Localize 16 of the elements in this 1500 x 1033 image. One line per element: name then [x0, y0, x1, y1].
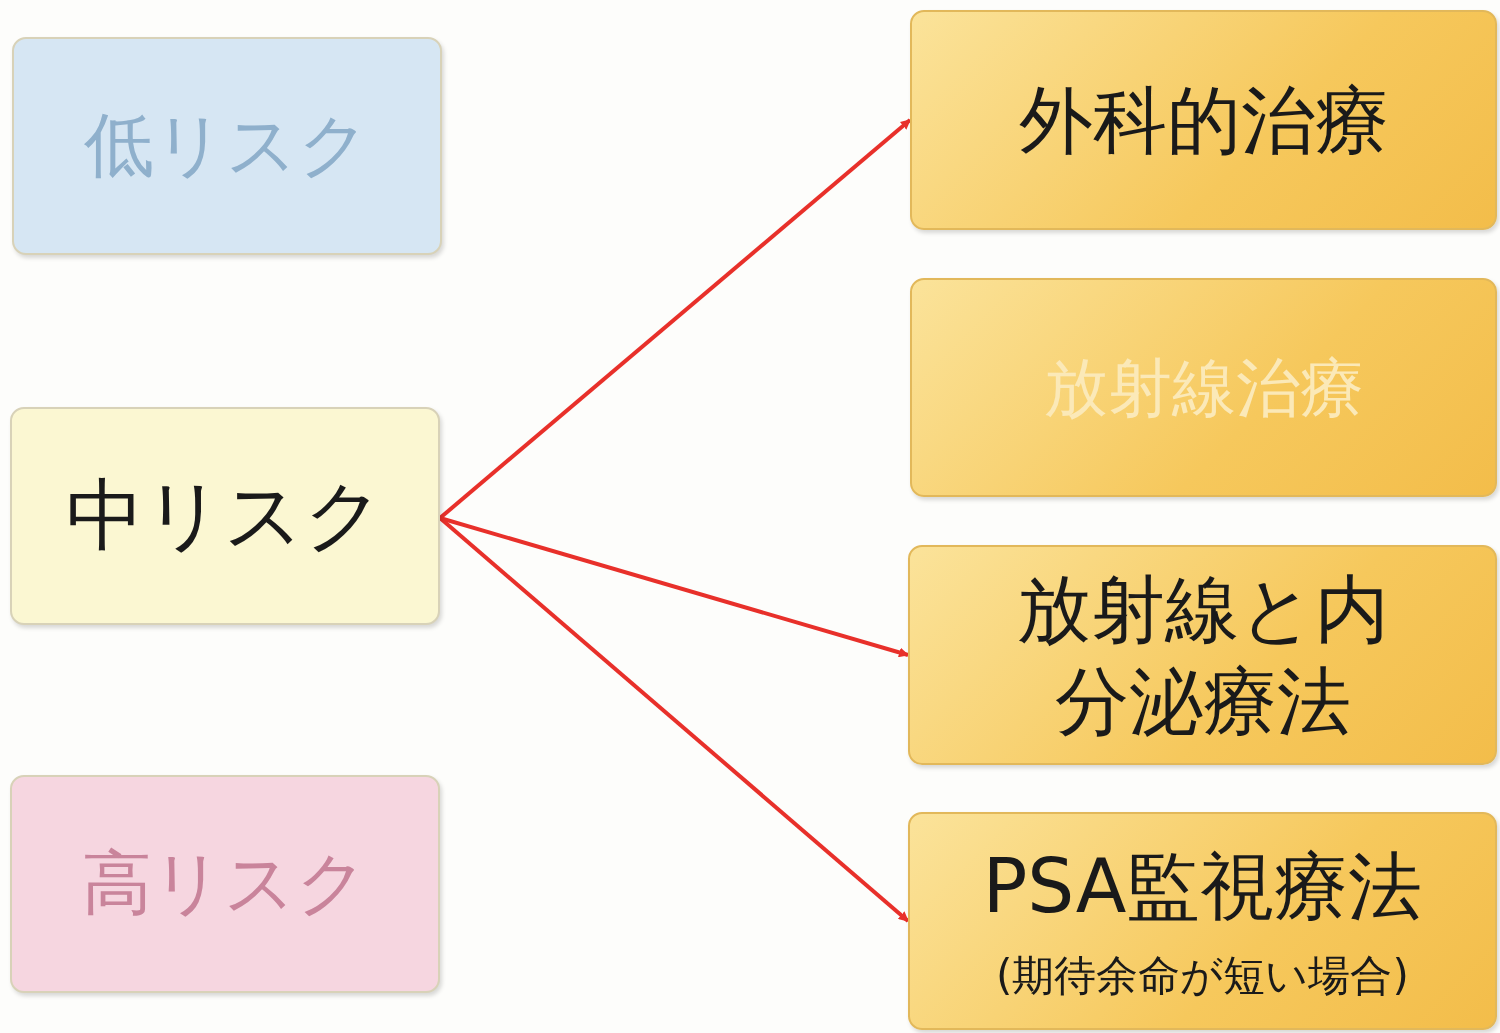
- node-label: 低リスク: [84, 103, 370, 189]
- treatment-box: [910, 278, 1497, 497]
- arrow: [438, 118, 912, 520]
- node-note: (期待余命が短い場合): [996, 950, 1409, 1002]
- treatment-box: [910, 10, 1497, 230]
- node-label: 放射線と内分泌療法: [1015, 564, 1390, 746]
- risk-box: [12, 37, 442, 255]
- node-label: 外科的治療: [1018, 75, 1389, 165]
- treatment-box: [908, 812, 1497, 1030]
- risk-box: [10, 775, 440, 993]
- treatment-box: [908, 545, 1497, 765]
- node-label: 中リスク: [66, 469, 384, 563]
- node-label: 高リスク: [82, 841, 368, 927]
- risk-box: [10, 407, 440, 625]
- node-label: 放射線治療: [1043, 349, 1364, 427]
- node-label: PSA監視療法: [982, 841, 1423, 931]
